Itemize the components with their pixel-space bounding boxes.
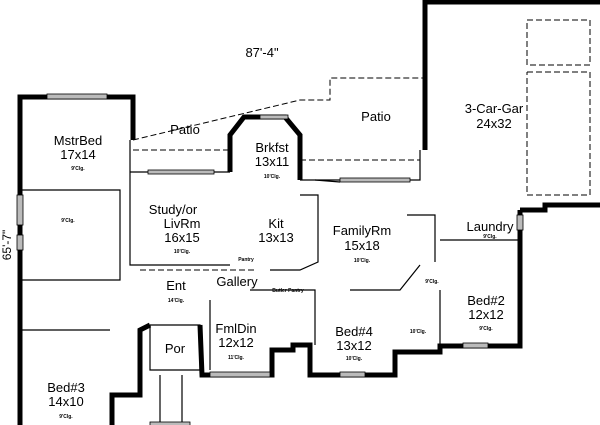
- room-gallery: Gallery: [216, 274, 258, 289]
- svg-text:13x13: 13x13: [258, 230, 293, 245]
- svg-text:Bed#2: Bed#2: [467, 293, 505, 308]
- svg-text:12x12: 12x12: [218, 335, 253, 350]
- svg-text:14x10: 14x10: [48, 394, 83, 409]
- svg-text:Kit: Kit: [268, 216, 284, 231]
- svg-text:13x12: 13x12: [336, 338, 371, 353]
- svg-text:10'Clg.: 10'Clg.: [174, 249, 191, 255]
- room-bed3: Bed#3 14x10 9'Clg.: [47, 380, 85, 420]
- svg-text:9'Clg.: 9'Clg.: [483, 234, 497, 240]
- room-patio-right: Patio: [361, 109, 391, 124]
- bath-ceiling: 10'Clg.: [410, 329, 427, 335]
- windows: [16, 93, 524, 425]
- svg-text:10'Clg.: 10'Clg.: [264, 174, 281, 180]
- svg-text:10'Clg.: 10'Clg.: [346, 356, 363, 362]
- svg-text:17x14: 17x14: [60, 147, 95, 162]
- room-patio-left: Patio: [170, 122, 200, 137]
- svg-text:Laundry: Laundry: [467, 219, 514, 234]
- svg-text:9'Clg.: 9'Clg.: [479, 326, 493, 332]
- svg-text:14'Clg.: 14'Clg.: [168, 298, 185, 304]
- svg-text:15x18: 15x18: [344, 238, 379, 253]
- hall-ceiling: 9'Clg.: [425, 279, 439, 285]
- room-bed2: Bed#2 12x12 9'Clg.: [467, 293, 505, 332]
- room-bed4: Bed#4 13x12 10'Clg.: [335, 324, 373, 362]
- interior-walls: [20, 19, 591, 425]
- svg-text:Study/or: Study/or: [149, 202, 198, 217]
- svg-text:FmlDin: FmlDin: [215, 321, 256, 336]
- svg-text:Bed#3: Bed#3: [47, 380, 85, 395]
- svg-text:3-Car-Gar: 3-Car-Gar: [465, 101, 524, 116]
- width-dimension: 87'-4": [245, 45, 279, 60]
- svg-text:LivRm: LivRm: [164, 216, 201, 231]
- svg-text:13x11: 13x11: [255, 154, 289, 169]
- svg-text:Bed#4: Bed#4: [335, 324, 373, 339]
- room-fmldin: FmlDin 12x12 11'Clg.: [215, 321, 256, 361]
- svg-text:12x12: 12x12: [468, 307, 503, 322]
- svg-text:FamilyRm: FamilyRm: [333, 223, 392, 238]
- room-porch: Por: [165, 341, 186, 356]
- svg-text:16x15: 16x15: [164, 230, 199, 245]
- room-garage: 3-Car-Gar 24x32: [465, 101, 524, 131]
- room-laundry: Laundry 9'Clg.: [467, 219, 514, 240]
- room-brkfst: Brkfst 13x11 10'Clg.: [255, 140, 289, 180]
- room-kitchen: Kit 13x13 Pantry: [238, 216, 293, 263]
- svg-text:MstrBed: MstrBed: [54, 133, 102, 148]
- svg-text:9'Clg.: 9'Clg.: [71, 166, 85, 172]
- master-bath-ceiling: 9'Clg.: [61, 218, 75, 224]
- svg-text:Ent: Ent: [166, 278, 186, 293]
- exterior-walls: [17, 0, 600, 425]
- butler-pantry-label: Butler Pantry: [272, 288, 304, 294]
- svg-text:24x32: 24x32: [476, 116, 511, 131]
- room-familyrm: FamilyRm 15x18 10'Clg.: [333, 223, 392, 264]
- svg-text:Brkfst: Brkfst: [255, 140, 289, 155]
- svg-text:11'Clg.: 11'Clg.: [228, 355, 245, 361]
- room-mstrbed: MstrBed 17x14 9'Clg.: [54, 133, 102, 172]
- svg-text:Pantry: Pantry: [238, 257, 254, 263]
- svg-text:9'Clg.: 9'Clg.: [59, 414, 73, 420]
- depth-dimension: 65'-7": [0, 230, 14, 261]
- room-study: Study/or LivRm 16x15 10'Clg.: [149, 202, 201, 255]
- room-entry: Ent 14'Clg.: [166, 278, 186, 304]
- svg-text:10'Clg.: 10'Clg.: [354, 258, 371, 264]
